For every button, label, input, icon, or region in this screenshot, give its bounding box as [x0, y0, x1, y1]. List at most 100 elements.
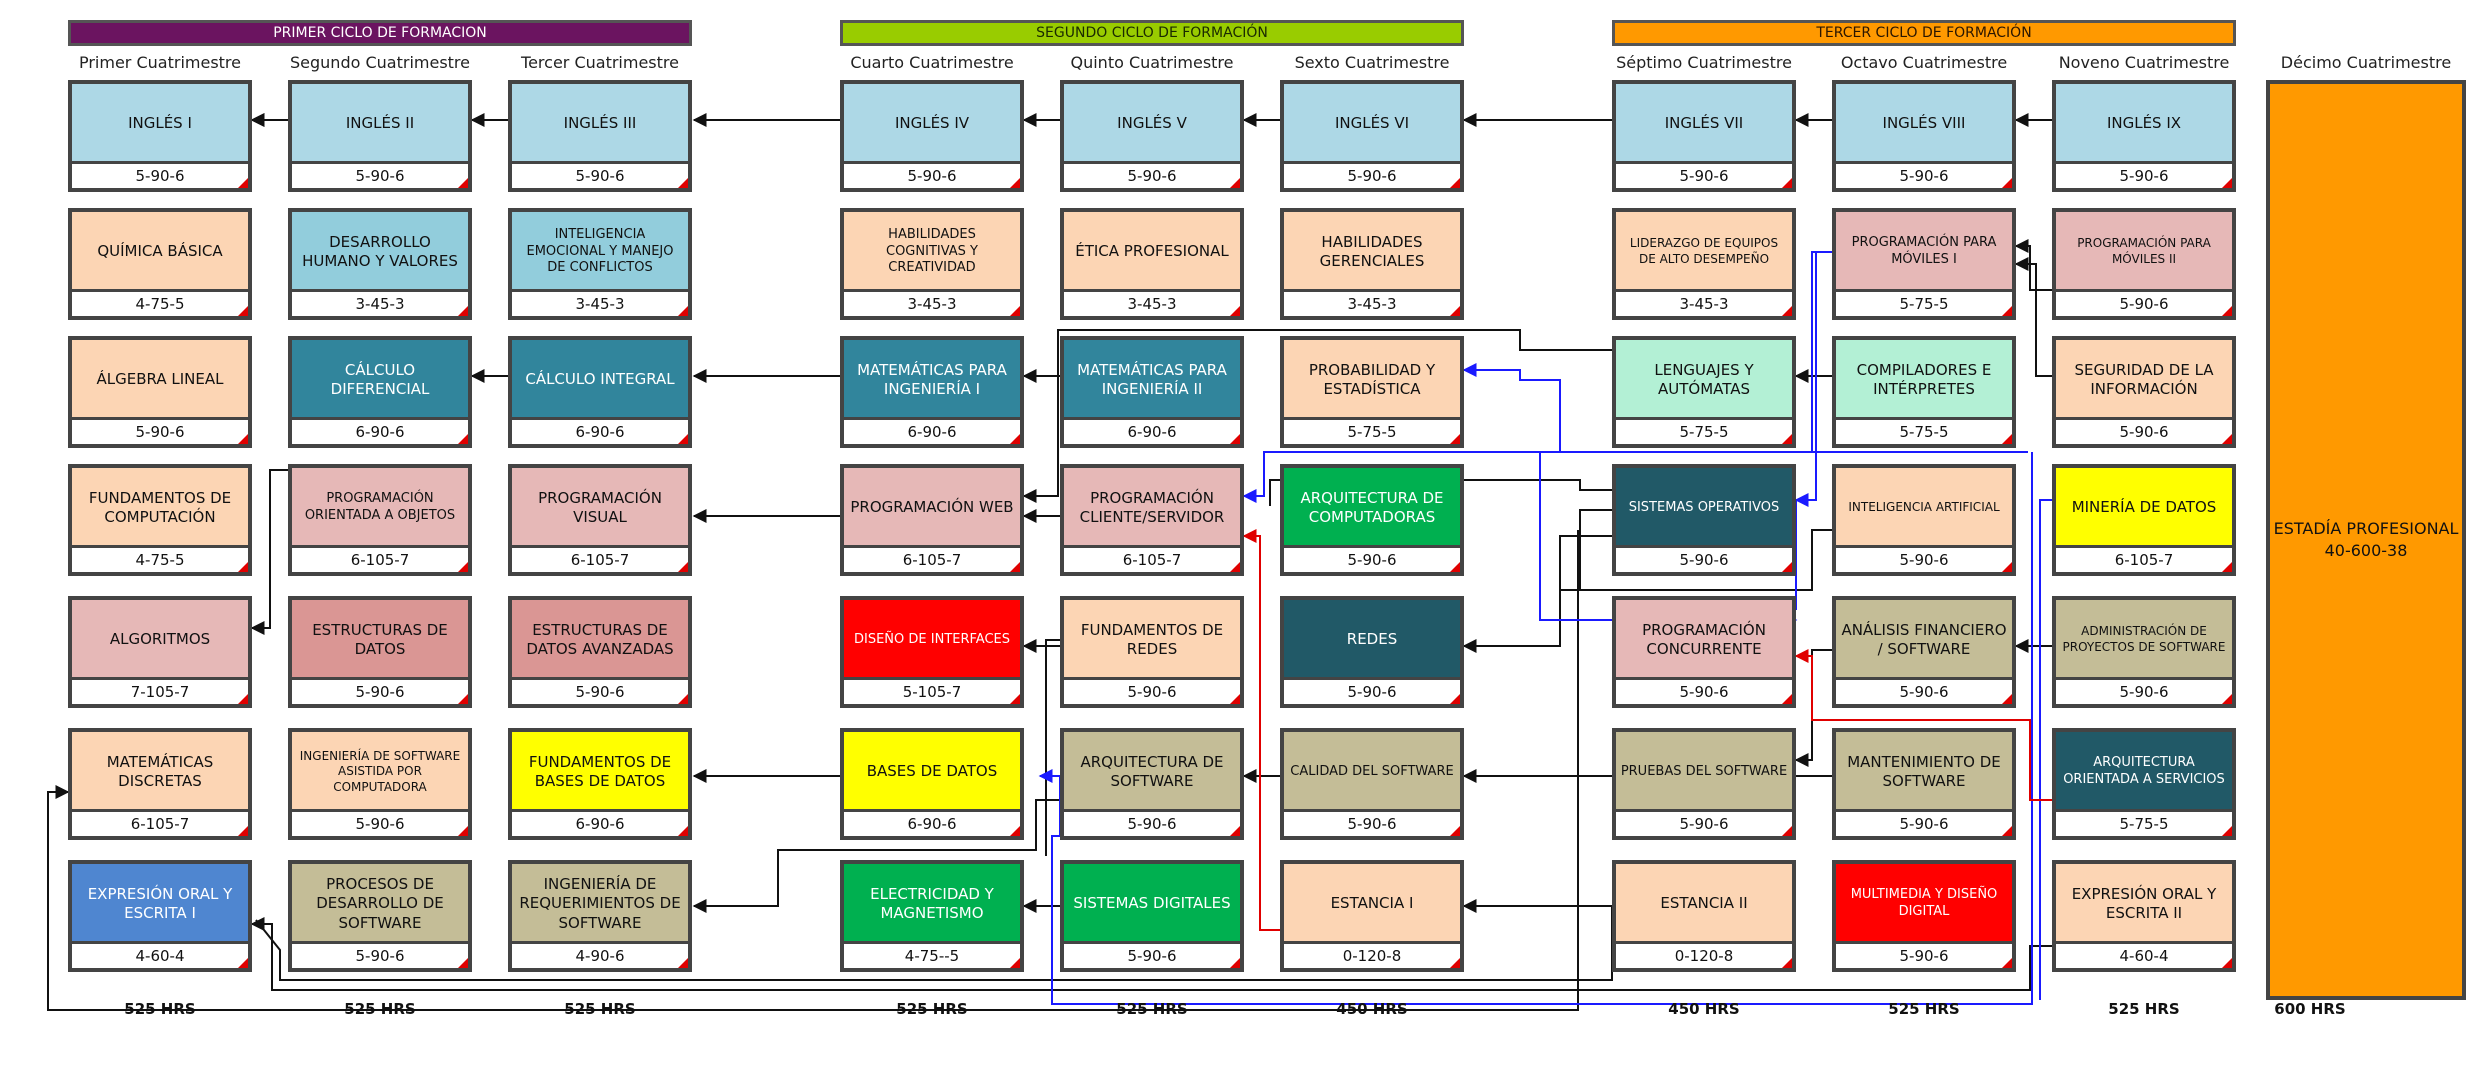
course-card[interactable]: INGENIERÍA DE REQUERIMIENTOS DE SOFTWARE… — [508, 860, 692, 972]
band-segundo-ciclo: SEGUNDO CICLO DE FORMACIÓN — [840, 20, 1464, 46]
course-code: 5-90-6 — [2056, 417, 2232, 444]
course-name: INGENIERÍA DE REQUERIMIENTOS DE SOFTWARE — [512, 864, 688, 944]
connector-moviles — [2014, 239, 2052, 291]
corner-flag-icon — [238, 826, 248, 836]
band-primer-label: PRIMER CICLO DE FORMACION — [273, 25, 487, 41]
course-code: 3-45-3 — [1616, 289, 1792, 316]
course-code: 3-45-3 — [1284, 289, 1460, 316]
corner-flag-icon — [678, 306, 688, 316]
course-name: PROCESOS DE DESARROLLO DE SOFTWARE — [292, 864, 468, 944]
corner-flag-icon — [2002, 562, 2012, 572]
corner-flag-icon — [2222, 826, 2232, 836]
course-code: 6-90-6 — [844, 809, 1020, 836]
course-name: SEGURIDAD DE LA INFORMACIÓN — [2056, 340, 2232, 420]
course-code: 5-90-6 — [1616, 545, 1792, 572]
course-code: 6-105-7 — [512, 545, 688, 572]
connector-blue — [1462, 363, 1540, 381]
estadia-profesional-card[interactable]: ESTADÍA PROFESIONAL 40-600-38 — [2266, 80, 2466, 1000]
course-card[interactable]: INTELIGENCIA EMOCIONAL Y MANEJO DE CONFL… — [508, 208, 692, 320]
corner-flag-icon — [2222, 562, 2232, 572]
connector-blue — [1242, 451, 1540, 503]
course-code: 5-90-6 — [1064, 161, 1240, 188]
course-code: 4-75--5 — [844, 941, 1020, 968]
connector-concurrente — [1794, 649, 1832, 767]
hours-total: 450 HRS — [1336, 1000, 1408, 1018]
course-code: 6-90-6 — [512, 809, 688, 836]
corner-flag-icon — [238, 694, 248, 704]
course-name: ELECTRICIDAD Y MAGNETISMO — [844, 864, 1020, 944]
connector-poo — [250, 469, 288, 635]
hours-total: 600 HRS — [2274, 1000, 2346, 1018]
course-card[interactable]: INGENIERÍA DE SOFTWARE ASISTIDA POR COMP… — [288, 728, 472, 840]
course-name: MATEMÁTICAS DISCRETAS — [72, 732, 248, 812]
course-code: 4-75-5 — [72, 545, 248, 572]
corner-flag-icon — [678, 958, 688, 968]
corner-flag-icon — [2002, 694, 2012, 704]
estadia-name: ESTADÍA PROFESIONAL — [2273, 518, 2459, 538]
course-code: 5-90-6 — [1064, 941, 1240, 968]
course-code: 5-90-6 — [844, 161, 1020, 188]
connector-so — [1559, 529, 1832, 646]
